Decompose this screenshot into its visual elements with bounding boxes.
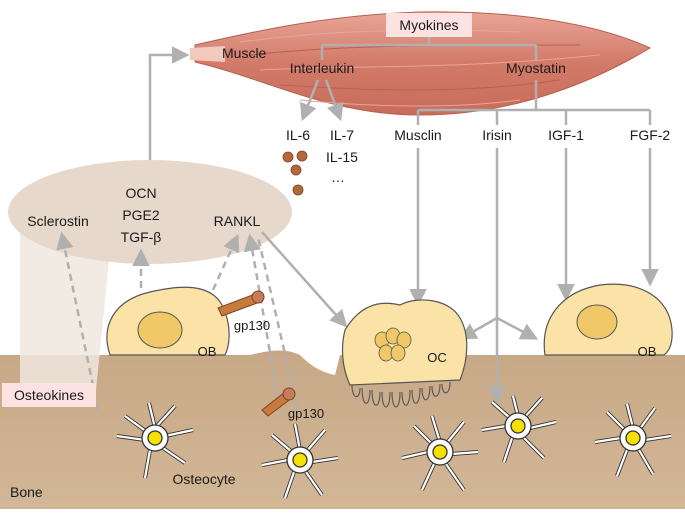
dashed-arrows	[56, 231, 300, 411]
il7-label: IL-7	[330, 127, 354, 143]
osteocytes	[116, 395, 672, 499]
myostatin-label: Myostatin	[506, 60, 566, 76]
oc-label: OC	[427, 350, 447, 365]
ocn-label: OCN	[125, 185, 156, 201]
interleukin-label: Interleukin	[290, 60, 355, 76]
bone-layer	[0, 350, 685, 509]
myokines-label: Myokines	[399, 17, 458, 33]
myostatin-tree	[416, 80, 652, 125]
osteocyte-1	[116, 402, 194, 479]
irisin-label: Irisin	[482, 127, 512, 143]
cytokine-dots	[282, 150, 308, 196]
fgf2-label: FGF-2	[630, 127, 671, 143]
osteoclast	[341, 299, 468, 408]
osteokine-to-muscle-arrow	[148, 46, 190, 160]
myokine-tree	[320, 37, 538, 60]
osteocyte-label: Osteocyte	[172, 471, 235, 487]
ellipsis-label: …	[331, 169, 345, 185]
osteokines-label-box	[2, 383, 96, 407]
factor-arrows	[409, 148, 659, 404]
osteoblast-right	[543, 283, 673, 356]
interleukin-arrows	[300, 79, 344, 122]
osteocyte-4	[481, 395, 557, 463]
ob-left-label: OB	[198, 344, 217, 359]
igf1-label: IGF-1	[548, 127, 584, 143]
osteocyte-3	[401, 415, 479, 492]
sclerostin-label: Sclerostin	[27, 213, 88, 229]
muscle-label: Muscle	[222, 45, 267, 61]
gp130-top-label: gp130	[234, 318, 270, 333]
gp130-receptor-bottom	[261, 387, 296, 417]
tgfb-label: TGF-β	[121, 229, 162, 245]
osteocyte-2	[261, 423, 339, 499]
osteoblast-left	[106, 286, 230, 356]
osteocyte-5	[594, 403, 672, 477]
gp130-receptor-top	[217, 290, 265, 317]
gp130-bottom-label: gp130	[288, 406, 324, 421]
il6-label: IL-6	[286, 127, 310, 143]
ob-right-label: OB	[638, 344, 657, 359]
rankl-oc-arrow	[261, 231, 348, 328]
osteokines-bubble	[8, 160, 292, 264]
bone-label: Bone	[10, 484, 43, 500]
myokines-label-box	[386, 13, 472, 37]
musclin-label: Musclin	[394, 127, 441, 143]
il15-label: IL-15	[326, 149, 358, 165]
rankl-label: RANKL	[214, 213, 261, 229]
osteokines-label: Osteokines	[14, 387, 84, 403]
pge2-label: PGE2	[122, 207, 160, 223]
